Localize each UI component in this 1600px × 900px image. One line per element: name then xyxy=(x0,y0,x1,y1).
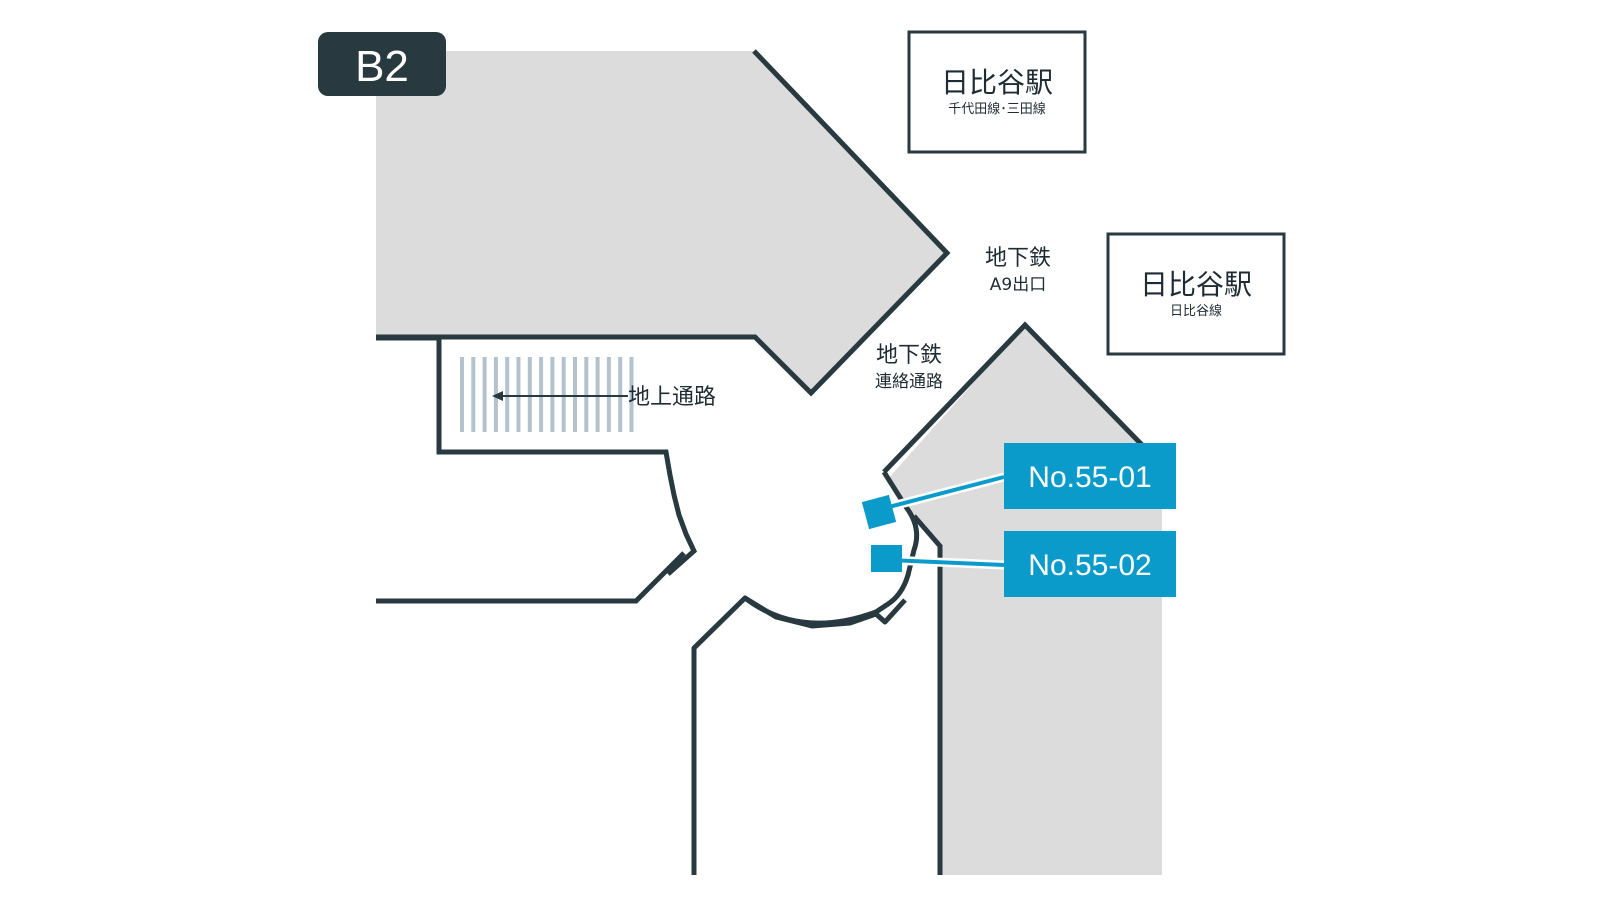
stair-step xyxy=(539,357,544,432)
location-marker-55-01[interactable]: No.55-01 xyxy=(861,443,1176,530)
surface-passage-wall xyxy=(376,335,698,576)
stair-step xyxy=(584,357,589,432)
connection-sub: 連絡通路 xyxy=(875,372,943,392)
location-label-box[interactable] xyxy=(1004,531,1176,597)
plaza-south-wall xyxy=(691,595,907,875)
stair-step xyxy=(505,357,510,432)
marker-square-icon xyxy=(861,494,897,530)
stair-step xyxy=(629,357,634,432)
marker-leader-line xyxy=(887,558,1005,567)
exit-a9-sub: A9出口 xyxy=(990,275,1046,295)
station-name: 日比谷駅 xyxy=(941,66,1053,99)
stairs xyxy=(460,357,634,432)
floor-badge xyxy=(318,32,446,96)
stair-step xyxy=(561,357,566,432)
stair-step xyxy=(550,357,555,432)
stair-step xyxy=(471,357,476,432)
building-block-north-wall xyxy=(376,49,951,397)
location-label: No.55-02 xyxy=(1028,549,1151,582)
station-lines: 千代田線･三田線 xyxy=(948,101,1046,117)
marker-square-icon xyxy=(871,545,902,572)
stair-step xyxy=(482,357,487,432)
connection-title: 地下鉄 xyxy=(876,343,942,368)
stair-step xyxy=(618,357,623,432)
stair-arrow-icon xyxy=(492,391,503,401)
stair-step xyxy=(595,357,600,432)
marker-leader-line xyxy=(884,475,1005,510)
west-corridor-wall xyxy=(376,551,686,604)
plaza-arc xyxy=(743,596,877,626)
stair-step xyxy=(516,357,521,432)
stair-step xyxy=(460,357,464,432)
stair-step xyxy=(606,357,611,432)
stair-step xyxy=(527,357,532,432)
exit-a9-title: 地下鉄 xyxy=(985,246,1051,271)
location-marker-55-02[interactable]: No.55-02 xyxy=(871,531,1176,597)
building-block-east-wall xyxy=(882,321,1147,474)
floor-label: B2 xyxy=(355,42,409,91)
station-lines: 日比谷線 xyxy=(1170,303,1222,319)
surface-passage-label: 地上通路 xyxy=(628,385,716,410)
station-box-chiyoda-mita xyxy=(907,30,1087,154)
location-label-box[interactable] xyxy=(1004,443,1176,509)
stair-step xyxy=(573,357,577,432)
station-box-hibiya xyxy=(1106,232,1286,356)
building-block-north xyxy=(376,51,947,393)
station-name: 日比谷駅 xyxy=(1140,268,1252,301)
east-corridor-west-wall xyxy=(912,514,943,875)
location-label: No.55-01 xyxy=(1028,461,1151,494)
building-block-east xyxy=(886,325,1162,875)
